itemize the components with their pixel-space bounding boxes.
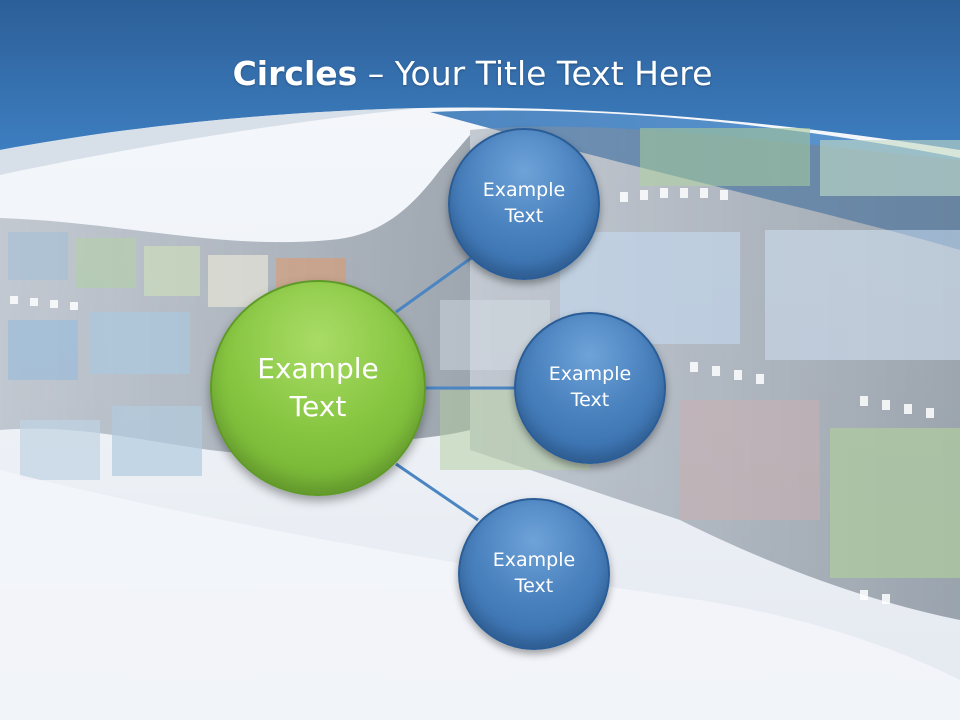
center-circle-label: Example Text [257,352,379,423]
node-circle-bottom-label: Example Text [492,549,576,597]
node-circle-middle[interactable]: Example Text [514,312,666,464]
connector-top [395,254,475,314]
node-circle-middle-label: Example Text [548,363,632,411]
title-bold: Circles [232,54,358,93]
node-circle-bottom[interactable]: Example Text [458,498,610,650]
title-rest: – Your Title Text Here [357,54,713,93]
node-circle-top[interactable]: Example Text [448,128,600,280]
connector-bottom [395,462,479,522]
node-circle-top-label: Example Text [482,179,566,227]
slide-title: Circles – Your Title Text Here [0,54,945,93]
center-circle[interactable]: Example Text [210,280,426,496]
